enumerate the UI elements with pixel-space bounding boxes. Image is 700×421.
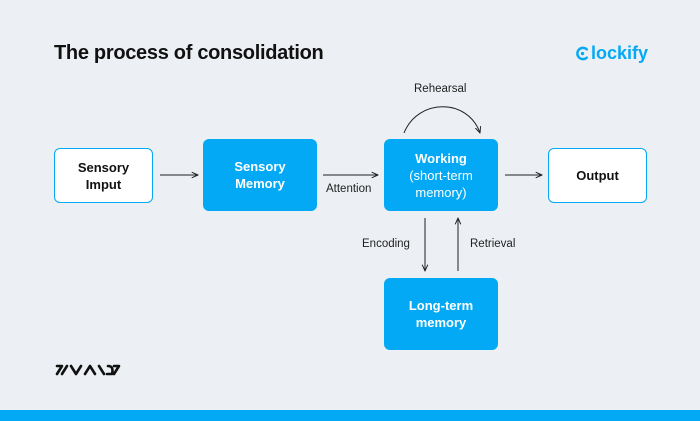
node-long-term-memory: Long-term memory <box>384 278 498 350</box>
clockify-c-icon <box>576 46 588 61</box>
bottom-accent-bar <box>0 410 700 421</box>
working-sub-label: (short-term memory) <box>409 167 473 200</box>
clockify-logo: lockify <box>575 43 648 64</box>
brand-name: lockify <box>590 43 648 63</box>
node-working-memory: Working (short-term memory) <box>384 139 498 211</box>
node-sensory-input: Sensory Imput <box>54 148 153 203</box>
label-attention: Attention <box>326 183 372 195</box>
label-rehearsal: Rehearsal <box>414 83 467 95</box>
page-title: The process of consolidation <box>54 42 324 64</box>
node-output: Output <box>548 148 647 203</box>
secondary-logo-icon <box>55 364 121 376</box>
working-label: Working <box>415 150 467 166</box>
node-sensory-memory: Sensory Memory <box>203 139 317 211</box>
arrow-rehearsal-loop <box>403 106 480 133</box>
label-encoding: Encoding <box>362 238 410 250</box>
label-retrieval: Retrieval <box>470 238 516 250</box>
